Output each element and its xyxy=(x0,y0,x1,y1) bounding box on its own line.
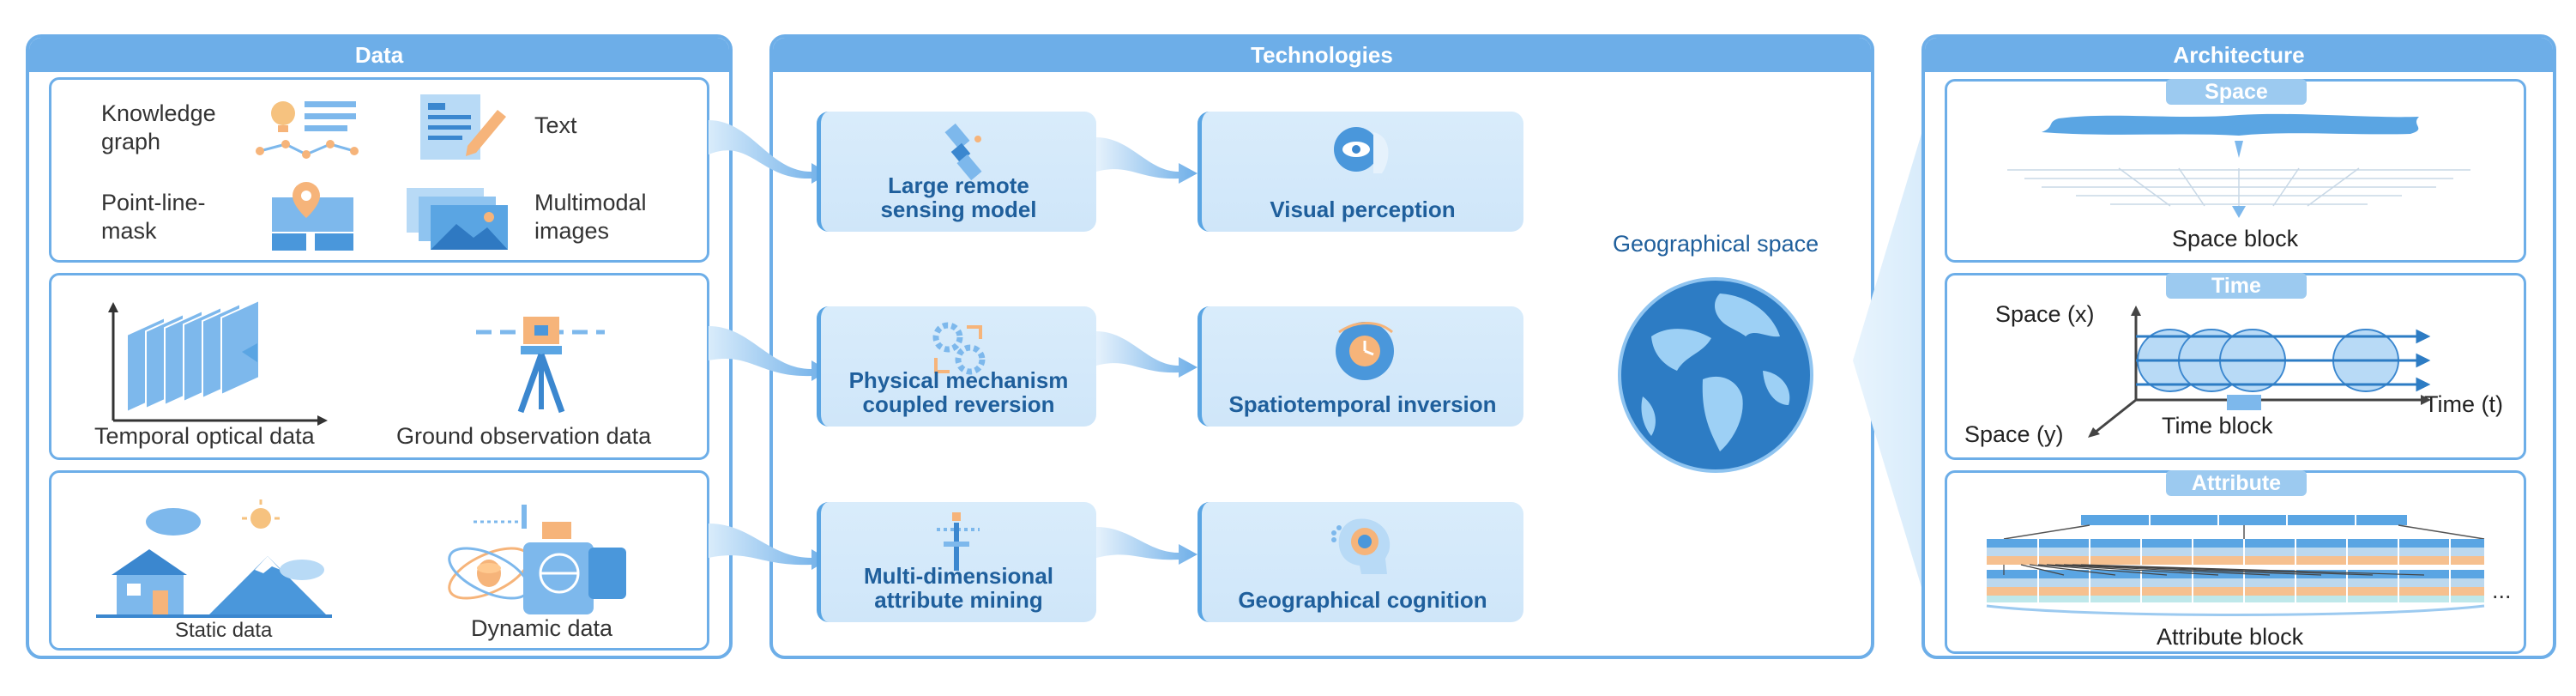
tech-geographical-cognition-label: Geographical cognition xyxy=(1238,587,1487,613)
globe-clock-icon xyxy=(1336,322,1394,380)
tech-multi-dimensional-attribute[interactable]: Multi-dimensional attribute mining xyxy=(817,502,1096,622)
space-layers-graphic xyxy=(2007,113,2470,218)
tech-physical-mechanism-label: Physical mechanism coupled reversion xyxy=(848,367,1069,417)
document-icon xyxy=(420,94,506,160)
brain-head-icon xyxy=(1331,518,1391,574)
attribute-table-graphic xyxy=(1986,515,2485,616)
point-line-mask-icon xyxy=(272,182,353,251)
tech-large-remote-sensing-model-label: Large remote sensing model xyxy=(880,172,1037,222)
eye-head-icon xyxy=(1334,127,1389,173)
space-y-label: Space (y) xyxy=(1964,421,2064,447)
data-panel-title: Data xyxy=(29,38,729,72)
label-multimodal-images: Multimodal images xyxy=(534,190,647,244)
tech-arrows xyxy=(1096,137,1198,565)
tech-geographical-cognition[interactable]: Geographical cognition xyxy=(1198,502,1523,622)
label-temporal-optical-data: Temporal optical data xyxy=(94,423,315,449)
time-title: Time xyxy=(2166,273,2307,299)
tech-visual-perception-label: Visual perception xyxy=(1270,197,1456,222)
tech-multi-dimensional-attribute-label: Multi-dimensional attribute mining xyxy=(864,563,1053,613)
architecture-panel-title: Architecture xyxy=(1925,38,2553,72)
geographical-space-label: Geographical space xyxy=(1613,231,1819,257)
flow-arrows xyxy=(709,120,829,570)
ground-observation-icon xyxy=(476,317,605,414)
space-block-label: Space block xyxy=(2172,226,2299,251)
temporal-optical-data-icon xyxy=(108,299,328,426)
tech-large-remote-sensing-model[interactable]: Large remote sensing model xyxy=(817,112,1096,232)
label-point-line-mask: Point-line- mask xyxy=(101,190,206,244)
satellite-icon xyxy=(944,123,982,181)
globe-icon xyxy=(1618,277,1813,473)
tech-spatiotemporal-inversion-label: Spatiotemporal inversion xyxy=(1228,391,1497,417)
knowledge-graph-icon xyxy=(256,101,359,159)
attribute-ellipsis: ... xyxy=(2492,578,2512,603)
multimodal-images-icon xyxy=(407,188,508,250)
tech-spatiotemporal-inversion[interactable]: Spatiotemporal inversion xyxy=(1198,306,1523,427)
label-text: Text xyxy=(534,112,577,138)
funnel-shape xyxy=(1853,77,1939,644)
label-dynamic-data: Dynamic data xyxy=(471,615,613,641)
data-box-knowledge-text xyxy=(49,77,709,263)
attribute-title: Attribute xyxy=(2166,470,2307,496)
label-knowledge-graph: Knowledge graph xyxy=(101,100,216,154)
label-ground-observation-data: Ground observation data xyxy=(396,423,652,449)
tech-physical-mechanism[interactable]: Physical mechanism coupled reversion xyxy=(817,306,1096,427)
time-block-label: Time block xyxy=(2162,413,2273,439)
label-static-data: Static data xyxy=(175,619,273,642)
space-x-label: Space (x) xyxy=(1995,301,2095,327)
gears-icon xyxy=(932,322,986,375)
time-axes-graphic xyxy=(2088,306,2431,438)
tech-visual-perception[interactable]: Visual perception xyxy=(1198,112,1523,232)
dynamic-data-icon xyxy=(448,505,626,614)
time-t-label: Time (t) xyxy=(2424,391,2503,417)
attribute-block-label: Attribute block xyxy=(2157,624,2304,650)
static-data-icon xyxy=(96,499,332,618)
technologies-panel-title: Technologies xyxy=(773,38,1871,72)
space-title: Space xyxy=(2166,79,2307,105)
antenna-icon xyxy=(937,512,980,571)
